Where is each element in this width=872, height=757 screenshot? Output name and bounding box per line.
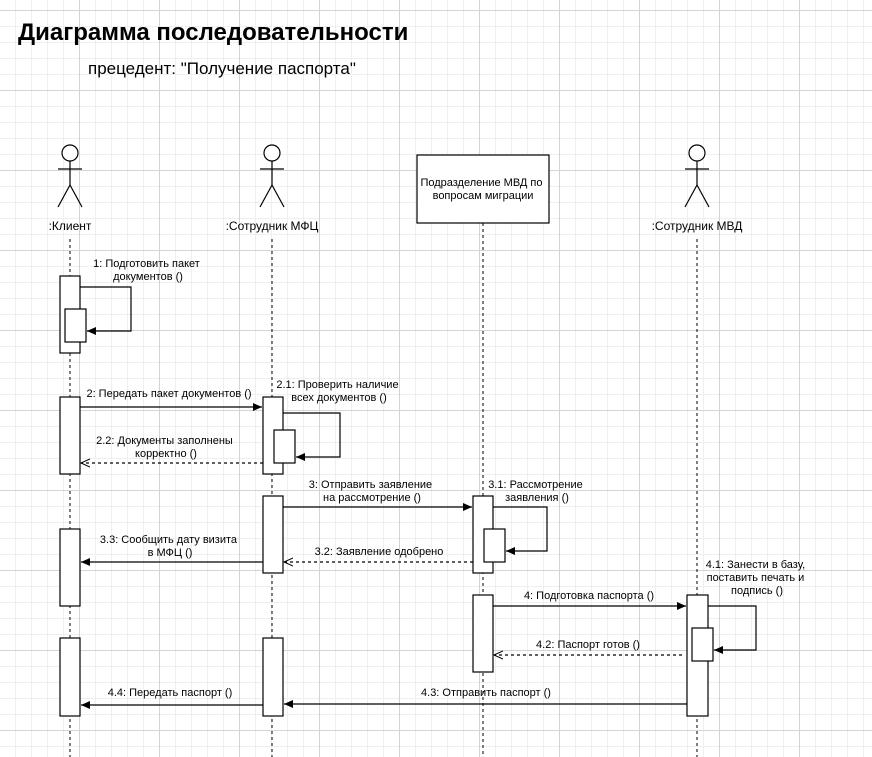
message-3-2-label: 3.2: Заявление одобрено <box>315 546 444 558</box>
mfc-employee-label: :Сотрудник МФЦ <box>226 219 319 233</box>
mvd-unit-participant-box[interactable] <box>416 154 550 224</box>
message-4-2-label: 4.2: Паспорт готов () <box>536 639 640 651</box>
mvd-self-activation-1[interactable] <box>691 627 714 662</box>
diagram-title: Диаграмма последовательности <box>18 19 409 46</box>
mvd-employee-actor-icon[interactable] <box>684 144 710 208</box>
message-3-1-label: 3.1: Рассмотрение заявления () <box>488 479 586 504</box>
mvd-employee-label: :Сотрудник МВД <box>652 219 743 233</box>
message-1-label: 1: Подготовить пакет документов () <box>93 258 203 283</box>
mvd-unit-activation-2[interactable] <box>472 594 494 673</box>
mfc-activation-3[interactable] <box>262 637 284 717</box>
mvd-unit-self-activation-1[interactable] <box>483 528 506 563</box>
message-4-3-label: 4.3: Отправить паспорт () <box>421 687 551 699</box>
client-activation-2[interactable] <box>59 396 81 475</box>
mfc-employee-actor-icon[interactable] <box>259 144 285 208</box>
mfc-activation-2[interactable] <box>262 495 284 574</box>
client-label: :Клиент <box>49 219 92 233</box>
mfc-self-activation-1[interactable] <box>273 429 296 464</box>
use-case-subtitle: прецедент: "Получение паспорта" <box>88 59 356 78</box>
message-2-2-label: 2.2: Документы заполнены корректно () <box>96 435 236 460</box>
client-actor-icon[interactable] <box>57 144 83 208</box>
message-2-1-arrow[interactable] <box>283 412 341 461</box>
message-3-label: 3: Отправить заявление на рассмотрение (… <box>309 479 435 504</box>
message-4-label: 4: Подготовка паспорта () <box>524 590 654 602</box>
message-4-1-label: 4.1: Занести в базу, поставить печать и … <box>706 559 808 597</box>
message-2-1-label: 2.1: Проверить наличие всех документов (… <box>276 379 401 404</box>
message-4-1-arrow[interactable] <box>708 605 757 654</box>
client-activation-4[interactable] <box>59 637 81 717</box>
message-4-4-label: 4.4: Передать паспорт () <box>108 687 233 699</box>
message-3-1-arrow[interactable] <box>493 506 548 555</box>
mvd-unit-label: Подразделение МВД по вопросам миграции <box>420 177 545 202</box>
message-1-arrow[interactable] <box>80 286 132 335</box>
client-self-activation-1[interactable] <box>64 308 87 343</box>
client-activation-3[interactable] <box>59 528 81 607</box>
message-2-label: 2: Передать пакет документов () <box>86 388 251 400</box>
message-3-3-label: 3.3: Сообщить дату визита в МФЦ () <box>100 534 240 559</box>
